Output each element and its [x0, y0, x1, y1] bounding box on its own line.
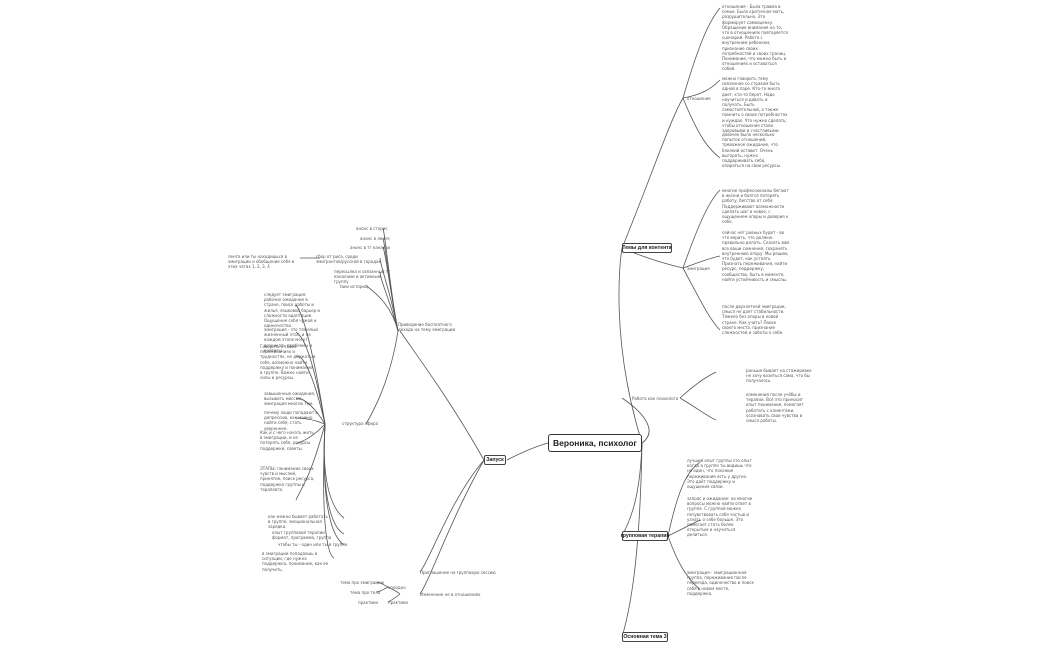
sub-relationships[interactable]: отношения: [687, 96, 711, 101]
cat-free-income[interactable]: Приведение бесплатного дохода на тему эм…: [398, 322, 456, 333]
note-relationships-1: отношения - Была травма в семье. Была кр…: [722, 4, 788, 72]
structure-item-10: чтобы ты - один или ты в группе: [278, 542, 348, 547]
cat-group-invite[interactable]: Приглашение на групповую сессию: [420, 570, 496, 575]
branch-main-topic-3[interactable]: Основная тема 3: [622, 632, 668, 642]
structure-item-9: опыт групповой терапии формат, программа…: [272, 530, 332, 541]
structure-item-4: завышенные ожидания, вызывать миссию, эм…: [264, 391, 316, 407]
cat3-sub-practices: практики: [388, 600, 408, 605]
item-announce-feed: анонс в ленте: [360, 236, 390, 241]
node-start[interactable]: Запуск: [484, 455, 506, 465]
note-emigration-2: сейчас нет ровных будет - во что верить,…: [722, 230, 790, 282]
item-stories: tаки историц: [340, 284, 368, 289]
sub-emigration[interactable]: эмиграция: [687, 266, 710, 271]
structure-item-3: Говорить о своих переживаниях и трудност…: [260, 344, 316, 381]
item-collect-emigrants: сбор от риса, среди эмигрантов/русской в…: [316, 254, 381, 265]
structure-item-7: ЭТАПЫ: понимание своих чувств и мыслей, …: [260, 466, 315, 492]
structure-label[interactable]: структура эфира: [342, 421, 379, 426]
structure-item-1: следует эмиграция: рабочих ожидание в ст…: [264, 292, 320, 329]
note-relationships-3: девочек было несколько попыток отношений…: [722, 132, 782, 169]
structure-item-2: эмиграция - это тяжелый жизненный этап, …: [264, 327, 318, 353]
item-forward-groups: пересылка и связанный тг каналами и акти…: [334, 269, 391, 285]
item-announce-stories: анонс в сторис: [356, 226, 388, 231]
note-emigration-3: после двухлетней эмиграции, смысл не дае…: [722, 304, 786, 336]
structure-item-11: в эмиграции попадаешь в ситуации, где ну…: [262, 551, 329, 572]
note-work-1: раньше бывает на стажировке не хочу вози…: [746, 368, 812, 384]
cat3-item-body: тема про тела: [350, 590, 381, 595]
note-work-2: изменения после учёбы и терапии. Всё это…: [746, 392, 804, 424]
item-announce-tg: анонс в тг каналах: [350, 245, 391, 250]
structure-item-6: Как и с чего начать жить в эмиграции, и …: [260, 430, 314, 451]
note-group-1: лучший опыт группы это опыт когда в груп…: [687, 458, 752, 490]
note-emigration-1: многие профессионалы бегают в жизни и бо…: [722, 188, 789, 225]
branch-group-therapy[interactable]: групповая терапия: [620, 531, 670, 541]
note-group-3: эмиграция - эмиграционная группа, пережи…: [687, 570, 754, 596]
cat1-left-note: лента или ты находишься в эмиграции и об…: [228, 254, 295, 270]
cat3-item-emigration: тема про эмиграцию: [340, 580, 384, 585]
note-group-2: запрос и ожидание: на многие вопросы мож…: [687, 496, 753, 538]
root-node[interactable]: Вероника, психолог: [548, 434, 642, 452]
cat3-item-practices: практики: [358, 600, 378, 605]
branch-psychologist-work[interactable]: Работа как психолога: [632, 396, 679, 401]
structure-item-8: как можно бывает работать в группе, эмоц…: [268, 514, 328, 530]
cat3-sub-cold: холодно: [388, 585, 406, 590]
structure-item-5: почему люди попадают в депрессию, как мо…: [264, 410, 318, 431]
cat-relationships-change[interactable]: Изменение не в отношениях: [420, 592, 481, 597]
note-relationships-2: можно говорить тему связанное со страхом…: [722, 76, 788, 134]
branch-topics-content[interactable]: Темы для контента: [622, 243, 672, 253]
